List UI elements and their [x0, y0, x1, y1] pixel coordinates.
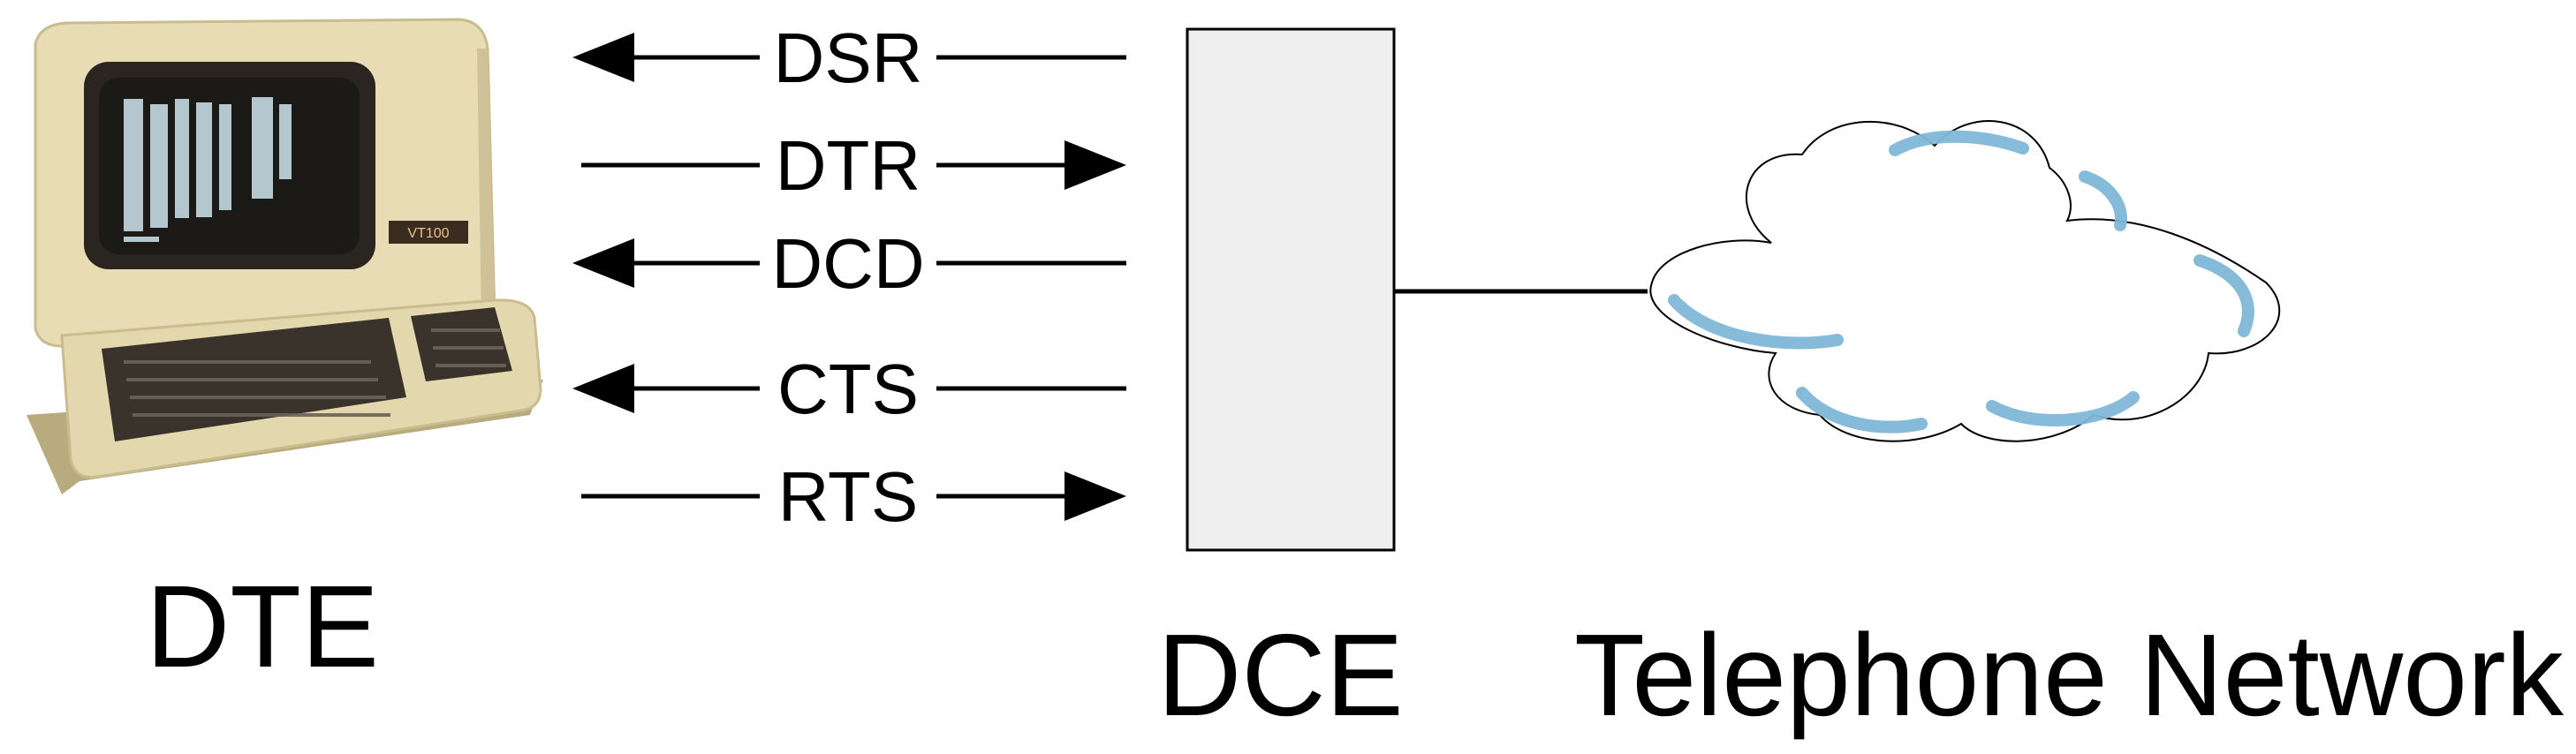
signal-rts: RTS	[581, 457, 1126, 536]
cloud-highlights	[1668, 130, 2254, 434]
screen-text-lines	[124, 97, 292, 242]
arrowhead-icon	[572, 238, 634, 288]
signal-label: DSR	[774, 19, 923, 97]
signal-lines: DSR DTR DCD CTS RTS	[572, 19, 1126, 536]
arrowhead-icon	[572, 364, 634, 413]
dce-box	[1186, 27, 1396, 552]
telephone-network-cloud	[1649, 120, 2281, 442]
terminal-badge-label: VT100	[407, 226, 449, 241]
signal-cts: CTS	[572, 350, 1126, 428]
arrowhead-icon	[572, 33, 634, 82]
signal-dsr: DSR	[572, 19, 1126, 97]
signal-label: RTS	[778, 457, 919, 536]
signal-label: DCD	[771, 224, 924, 303]
terminal-keypad	[411, 307, 512, 381]
dte-label: DTE	[146, 562, 379, 691]
signal-dcd: DCD	[572, 224, 1126, 303]
telephone-network-label: Telephone Network	[1574, 610, 2565, 740]
signal-label: CTS	[777, 350, 919, 428]
arrowhead-icon	[1064, 140, 1126, 190]
terminal-illustration: VT100	[27, 18, 543, 494]
terminal-badge	[389, 221, 468, 244]
dce-label: DCE	[1157, 610, 1404, 740]
arrowhead-icon	[1064, 471, 1126, 521]
signal-label: DTR	[776, 126, 921, 205]
signal-dtr: DTR	[581, 126, 1126, 205]
key-grid	[124, 328, 506, 417]
